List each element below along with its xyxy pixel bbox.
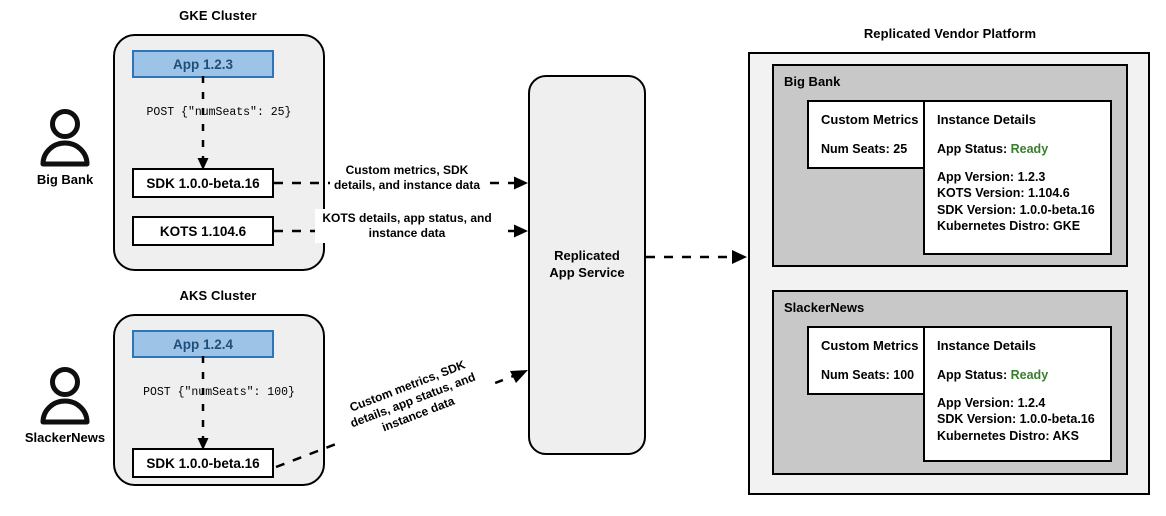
- slackernews-instance-details-card: Instance Details App Status: Ready App V…: [923, 326, 1112, 462]
- big-bank-custom-metrics-card: Custom Metrics Num Seats: 25: [807, 100, 940, 169]
- big-bank-app-status-value: Ready: [1010, 142, 1049, 156]
- aks-sdk-box[interactable]: SDK 1.0.0-beta.16: [132, 448, 274, 478]
- slackernews-custom-metrics-card: Custom Metrics Num Seats: 100: [807, 326, 940, 395]
- gke-kots-box[interactable]: KOTS 1.104.6: [132, 216, 274, 246]
- big-bank-app-version: App Version: 1.2.3: [937, 169, 1046, 184]
- slackernews-sdk-version: SDK Version: 1.0.0-beta.16: [937, 412, 1095, 426]
- big-bank-person-icon: [40, 109, 90, 167]
- gke-sdk-box[interactable]: SDK 1.0.0-beta.16: [132, 168, 274, 198]
- sdk-edge-label-line2: details, and instance data: [333, 178, 481, 192]
- big-bank-app-status: App Status: Ready: [937, 141, 1098, 158]
- kots-edge-label-line1: KOTS details, app status, and: [322, 211, 492, 225]
- gke-app-to-sdk-arrow: [197, 76, 209, 170]
- replicated-app-service-label: Replicated App Service: [549, 248, 624, 282]
- slackernews-person-icon: [40, 367, 90, 425]
- slackernews-app-version: App Version: 1.2.4: [937, 395, 1046, 410]
- sdk-edge-label: Custom metrics, SDK details, and instanc…: [330, 161, 484, 195]
- big-bank-instance-details-card: Instance Details App Status: Ready App V…: [923, 100, 1112, 255]
- aks-cluster-title: AKS Cluster: [179, 288, 257, 303]
- gke-kots-label: KOTS 1.104.6: [159, 223, 247, 239]
- slackernews-instance-details-title: Instance Details: [937, 338, 1036, 353]
- big-bank-num-seats: Num Seats: 25: [821, 142, 908, 156]
- aks-app-to-sdk-arrow: [197, 356, 209, 450]
- big-bank-instance-details-title: Instance Details: [937, 112, 1036, 127]
- big-bank-person-label: Big Bank: [36, 172, 94, 187]
- spacer: [937, 158, 1098, 169]
- platform-customer-name-big-bank: Big Bank: [784, 74, 841, 89]
- gke-app-label: App 1.2.3: [172, 56, 234, 72]
- slackernews-app-status: App Status: Ready: [937, 367, 1098, 384]
- service-label-line2: App Service: [549, 265, 625, 280]
- big-bank-app-status-label: App Status:: [937, 142, 1008, 156]
- big-bank-custom-metrics-title: Custom Metrics: [821, 112, 919, 127]
- replicated-app-service-box[interactable]: Replicated App Service: [528, 75, 646, 455]
- service-to-platform-connector: [646, 250, 747, 264]
- spacer: [937, 384, 1098, 395]
- big-bank-kots-version: KOTS Version: 1.104.6: [937, 186, 1070, 200]
- gke-post-label: POST {"numSeats": 25}: [146, 106, 292, 119]
- kots-edge-label-line2: instance data: [368, 226, 446, 240]
- aks-app-box[interactable]: App 1.2.4: [132, 330, 274, 358]
- platform-customer-name-slackernews: SlackerNews: [784, 300, 865, 315]
- slackernews-person-label: SlackerNews: [24, 430, 106, 445]
- slackernews-custom-metrics-title: Custom Metrics: [821, 338, 919, 353]
- slackernews-k8s-distro: Kubernetes Distro: AKS: [937, 428, 1079, 443]
- aks-app-label: App 1.2.4: [172, 336, 234, 352]
- slackernews-app-status-value: Ready: [1010, 368, 1049, 382]
- sdk-edge-label-line1: Custom metrics, SDK: [345, 163, 469, 177]
- aks-sdk-label: SDK 1.0.0-beta.16: [146, 455, 260, 471]
- platform-title: Replicated Vendor Platform: [863, 26, 1037, 41]
- slackernews-num-seats: Num Seats: 100: [821, 368, 915, 382]
- kots-edge-label: KOTS details, app status, and instance d…: [315, 209, 499, 243]
- gke-sdk-label: SDK 1.0.0-beta.16: [146, 175, 260, 191]
- gke-cluster-title: GKE Cluster: [179, 8, 257, 23]
- big-bank-k8s-distro: Kubernetes Distro: GKE: [937, 219, 1081, 233]
- big-bank-sdk-version: SDK Version: 1.0.0-beta.16: [937, 202, 1095, 217]
- gke-app-box[interactable]: App 1.2.3: [132, 50, 274, 78]
- aks-post-label: POST {"numSeats": 100}: [143, 386, 295, 399]
- slackernews-app-status-label: App Status:: [937, 368, 1008, 382]
- service-label-line1: Replicated: [554, 248, 620, 264]
